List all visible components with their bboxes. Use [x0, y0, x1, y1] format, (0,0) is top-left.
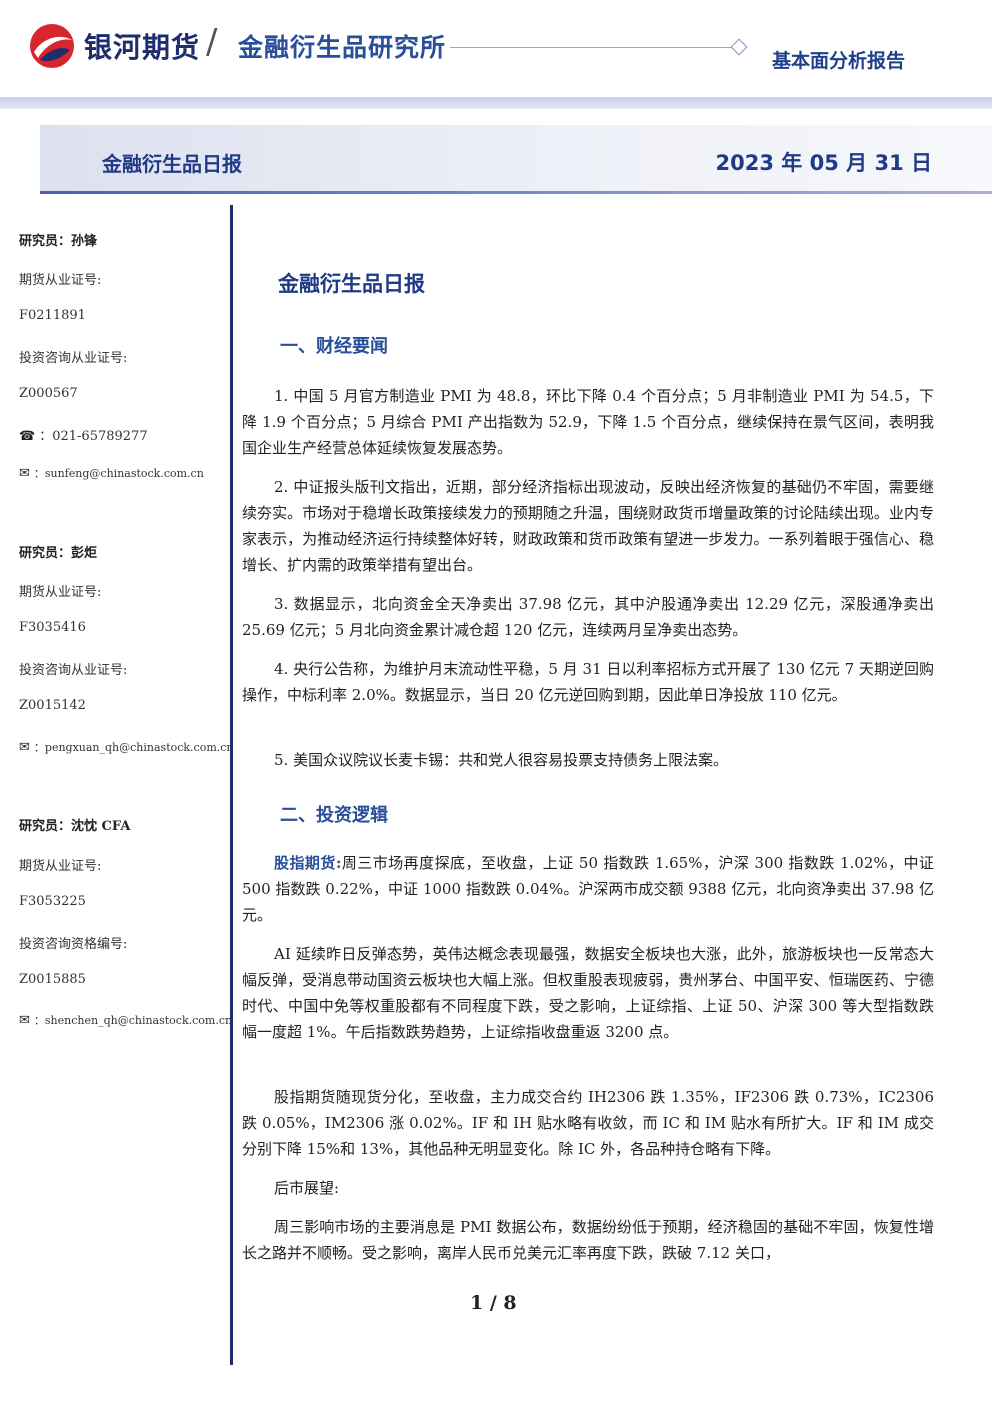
galaxy-logo-icon — [30, 24, 74, 68]
logic-paragraph: 周三影响市场的主要消息是 PMI 数据公布，数据纷纷低于预期，经济稳固的基础不牢… — [242, 1218, 934, 1262]
diamond-icon — [730, 38, 748, 56]
email-row[interactable]: ✉：pengxuan_qh@chinastock.com.cn — [19, 740, 234, 755]
consult-license-id: Z0015142 — [19, 698, 86, 713]
phone-icon: ☎ — [19, 429, 36, 444]
title-banner: 金融衍生品日报 2023 年 05 月 31 日 — [40, 125, 992, 194]
futures-license-id: F3035416 — [19, 620, 86, 635]
futures-license-label: 期货从业证号: — [19, 585, 102, 600]
document-title: 金融衍生品日报 — [278, 272, 425, 296]
futures-license-id: F3053225 — [19, 894, 86, 909]
email-address[interactable]: pengxuan_qh@chinastock.com.cn — [44, 741, 234, 754]
institute-name: 金融衍生品研究所 — [238, 33, 447, 62]
news-item: 3. 数据显示，北向资金全天净卖出 37.98 亿元，其中沪股通净卖出 12.2… — [242, 595, 934, 639]
page-number: 1 / 8 — [470, 1292, 517, 1314]
brand-name: 银河期货 — [84, 31, 201, 64]
email-icon: ✉ — [19, 1013, 30, 1028]
report-type: 基本面分析报告 — [772, 50, 906, 72]
consult-license-id: Z0015885 — [19, 972, 86, 987]
section-heading: 一、财经要闻 — [280, 336, 388, 357]
banner-title: 金融衍生品日报 — [102, 152, 242, 176]
header-slash: / — [206, 22, 218, 62]
email-row[interactable]: ✉：sunfeng@chinastock.com.cn — [19, 466, 204, 481]
email-row[interactable]: ✉：shenchen_qh@chinastock.com.cn — [19, 1013, 233, 1028]
logic-paragraph: 股指期货:周三市场再度探底，至收盘，上证 50 指数跌 1.65%，沪深 300… — [242, 850, 934, 928]
futures-license-label: 期货从业证号: — [19, 273, 102, 288]
banner-date: 2023 年 05 月 31 日 — [715, 151, 932, 175]
email-address[interactable]: shenchen_qh@chinastock.com.cn — [44, 1014, 233, 1027]
researcher-name: 研究员：孙锋 — [19, 234, 98, 249]
email-address[interactable]: sunfeng@chinastock.com.cn — [44, 467, 204, 480]
consult-license-label: 投资咨询从业证号: — [19, 663, 128, 678]
header-band — [0, 97, 992, 109]
logic-paragraph: 股指期货随现货分化，至收盘，主力成交合约 IH2306 跌 1.35%，IF23… — [242, 1088, 934, 1158]
logic-paragraph: AI 延续昨日反弹态势，英伟达概念表现最强，数据安全板块也大涨，此外，旅游板块也… — [242, 945, 934, 1041]
banner-underline — [40, 191, 992, 194]
consult-license-label: 投资咨询资格编号: — [19, 937, 128, 952]
phone-row: ☎：021-65789277 — [19, 429, 148, 444]
outlook-label: 后市展望: — [274, 1179, 340, 1197]
sidebar-divider — [230, 205, 233, 1365]
email-icon: ✉ — [19, 740, 30, 755]
top-header: 银河期货 / 金融衍生品研究所 基本面分析报告 — [0, 0, 992, 100]
futures-license-label: 期货从业证号: — [19, 859, 102, 874]
logic-lead: 股指期货: — [274, 854, 342, 872]
section-heading: 二、投资逻辑 — [280, 805, 388, 826]
news-item: 4. 央行公告称，为维护月末流动性平稳，5 月 31 日以利率招标方式开展了 1… — [242, 660, 934, 704]
consult-license-id: Z000567 — [19, 386, 78, 401]
logic-text: 周三市场再度探底，至收盘，上证 50 指数跌 1.65%，沪深 300 指数跌 … — [242, 854, 934, 924]
futures-license-id: F0211891 — [19, 308, 86, 323]
consult-license-label: 投资咨询从业证号: — [19, 351, 128, 366]
email-icon: ✉ — [19, 466, 30, 481]
researcher-name: 研究员：彭炬 — [19, 546, 98, 561]
news-item: 2. 中证报头版刊文指出，近期，部分经济指标出现波动，反映出经济恢复的基础仍不牢… — [242, 478, 934, 574]
news-item: 5. 美国众议院议长麦卡锡：共和党人很容易投票支持债务上限法案。 — [274, 751, 729, 769]
header-divider — [450, 47, 732, 48]
researcher-name: 研究员：沈忱 CFA — [19, 819, 131, 834]
news-item: 1. 中国 5 月官方制造业 PMI 为 48.8，环比下降 0.4 个百分点；… — [242, 387, 934, 457]
phone-number: 021-65789277 — [52, 429, 148, 444]
